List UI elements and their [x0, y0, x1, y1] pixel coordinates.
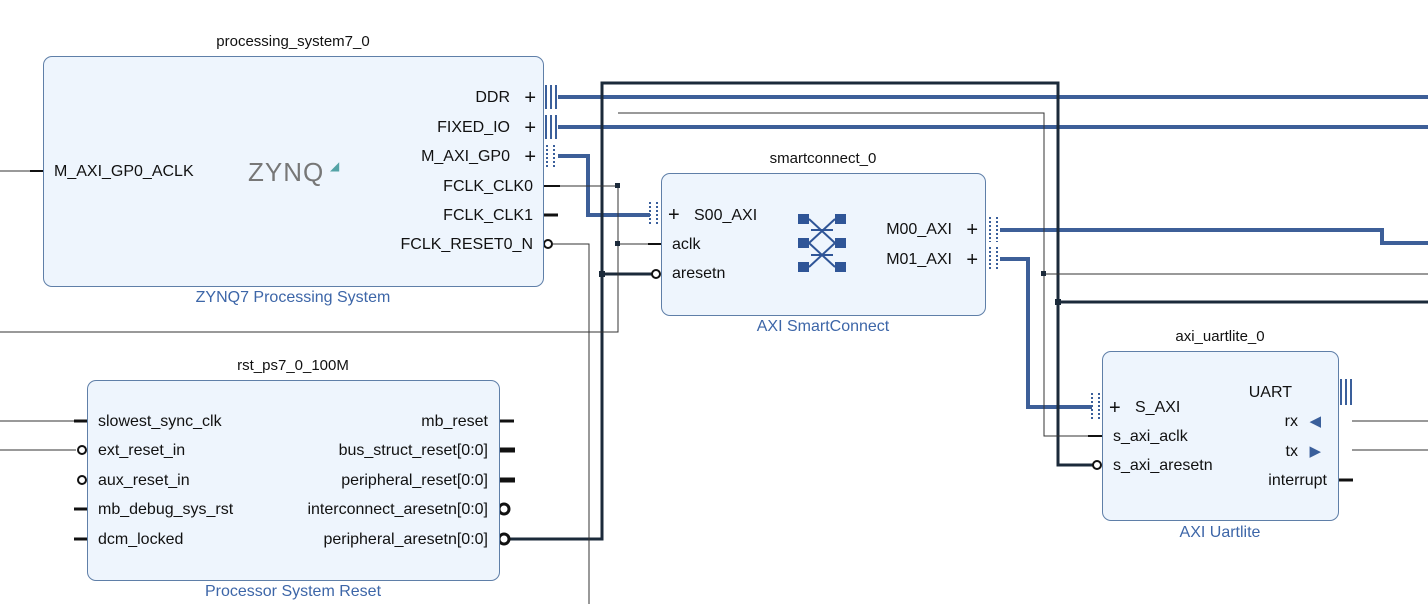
- m-axi-gp0-bus-pin: [546, 145, 555, 168]
- port-dcm-locked[interactable]: dcm_locked: [98, 531, 184, 548]
- plus-icon[interactable]: +: [966, 219, 978, 241]
- plus-icon[interactable]: +: [524, 146, 536, 168]
- port-peripheral-aresetn[interactable]: peripheral_aresetn[0:0]: [323, 531, 488, 548]
- port-fclk-clk0[interactable]: FCLK_CLK0: [443, 178, 533, 195]
- s00-axi-bus-pin: [649, 202, 658, 226]
- fclk-reset-wire: [553, 243, 590, 604]
- junction-dot: [1055, 299, 1061, 305]
- aresetn-net-wire: [510, 81, 1096, 541]
- uart-block[interactable]: + S_AXI s_axi_aclk s_axi_aresetn UART rx…: [1102, 351, 1339, 521]
- plus-icon[interactable]: +: [966, 249, 978, 271]
- fixed-io-bus-pin: [545, 115, 557, 139]
- port-m-axi-gp0-aclk[interactable]: M_AXI_GP0_ACLK: [54, 163, 194, 180]
- port-s-axi-aclk[interactable]: s_axi_aclk: [1113, 428, 1188, 445]
- port-uart[interactable]: UART: [1248, 384, 1292, 401]
- m01-axi-bus-pin: [989, 247, 998, 271]
- uart-instance-name: axi_uartlite_0: [1175, 328, 1265, 345]
- junction-dot: [599, 271, 605, 277]
- port-tx[interactable]: tx: [1285, 443, 1298, 460]
- fclk-clk0-wire: [0, 185, 619, 333]
- plus-icon[interactable]: +: [524, 117, 536, 139]
- triangle-left-icon: ◀: [1309, 413, 1321, 430]
- rst-block[interactable]: slowest_sync_clk ext_reset_in aux_reset_…: [87, 380, 500, 581]
- circle-icon: [77, 475, 87, 485]
- smartconnect-block[interactable]: + S00_AXI aclk aresetn M00_AXI + M01_AXI…: [661, 173, 986, 316]
- bus-interface-pins: [545, 85, 1352, 419]
- thin-wires: [0, 112, 1428, 604]
- triangle-right-icon: ▶: [1309, 443, 1321, 460]
- port-m00-axi[interactable]: M00_AXI: [886, 221, 952, 238]
- junction-dot: [615, 183, 620, 188]
- port-ddr[interactable]: DDR: [475, 89, 510, 106]
- junction-dot: [1041, 271, 1046, 276]
- ps7-type-label: ZYNQ7 Processing System: [195, 289, 391, 306]
- plus-icon[interactable]: +: [668, 204, 680, 226]
- port-fclk-reset0-n[interactable]: FCLK_RESET0_N: [400, 236, 534, 253]
- circle-icon: [77, 445, 87, 455]
- m01-to-saxi-bus-wire: [1000, 257, 1092, 409]
- ddr-bus-pin: [545, 85, 557, 109]
- port-mb-debug-sys-rst[interactable]: mb_debug_sys_rst: [98, 501, 234, 518]
- s-axi-bus-pin: [1091, 393, 1100, 419]
- port-m01-axi[interactable]: M01_AXI: [886, 251, 952, 268]
- port-aclk[interactable]: aclk: [672, 236, 701, 253]
- rst-instance-name: rst_ps7_0_100M: [237, 357, 349, 374]
- port-slowest-sync-clk[interactable]: slowest_sync_clk: [98, 413, 222, 430]
- port-peripheral-reset[interactable]: peripheral_reset[0:0]: [341, 472, 488, 489]
- port-aresetn[interactable]: aresetn: [672, 265, 726, 282]
- port-fixed-io[interactable]: FIXED_IO: [437, 119, 510, 136]
- circle-icon: [543, 239, 553, 249]
- smartconnect-instance-name: smartconnect_0: [769, 150, 877, 167]
- port-s-axi-aresetn[interactable]: s_axi_aresetn: [1113, 457, 1213, 474]
- circle-icon: [497, 532, 511, 546]
- pin-stubs: [30, 170, 1353, 541]
- m00-bus-wire: [1000, 228, 1428, 245]
- rst-type-label: Processor System Reset: [204, 583, 382, 600]
- port-s-axi[interactable]: S_AXI: [1135, 399, 1181, 416]
- dark-wires: [510, 81, 1428, 541]
- port-bus-struct-reset[interactable]: bus_struct_reset[0:0]: [338, 442, 488, 459]
- junction-dot: [615, 241, 620, 246]
- circle-icon: [497, 502, 511, 516]
- ps7-instance-name: processing_system7_0: [216, 33, 370, 50]
- plus-icon[interactable]: +: [524, 87, 536, 109]
- circle-icon: [651, 269, 661, 279]
- smartconnect-type-label: AXI SmartConnect: [756, 318, 890, 335]
- junction-dots: [599, 183, 1061, 305]
- ps7-block[interactable]: M_AXI_GP0_ACLK ZYNQ ◢ DDR + FIXED_IO + M…: [43, 56, 544, 287]
- circle-icon: [1092, 460, 1102, 470]
- port-aux-reset-in[interactable]: aux_reset_in: [98, 472, 190, 489]
- zynq-logo: ZYNQ: [248, 157, 325, 187]
- port-fclk-clk1[interactable]: FCLK_CLK1: [443, 207, 533, 224]
- bus-wires: [558, 95, 1428, 409]
- plus-icon[interactable]: +: [1109, 397, 1121, 419]
- crossbar-icon: [798, 214, 846, 272]
- port-interrupt[interactable]: interrupt: [1268, 472, 1327, 489]
- zynq-logo-mark-icon: ◢: [330, 159, 340, 173]
- uart-type-label: AXI Uartlite: [1179, 524, 1261, 541]
- port-ext-reset-in[interactable]: ext_reset_in: [98, 442, 186, 459]
- port-mb-reset[interactable]: mb_reset: [421, 413, 488, 430]
- port-rx[interactable]: rx: [1284, 413, 1298, 430]
- port-s00-axi[interactable]: S00_AXI: [694, 207, 758, 224]
- port-interconnect-aresetn[interactable]: interconnect_aresetn[0:0]: [307, 501, 488, 518]
- uart-bus-pin: [1340, 379, 1352, 405]
- port-m-axi-gp0[interactable]: M_AXI_GP0: [421, 148, 510, 165]
- m00-axi-bus-pin: [989, 217, 998, 242]
